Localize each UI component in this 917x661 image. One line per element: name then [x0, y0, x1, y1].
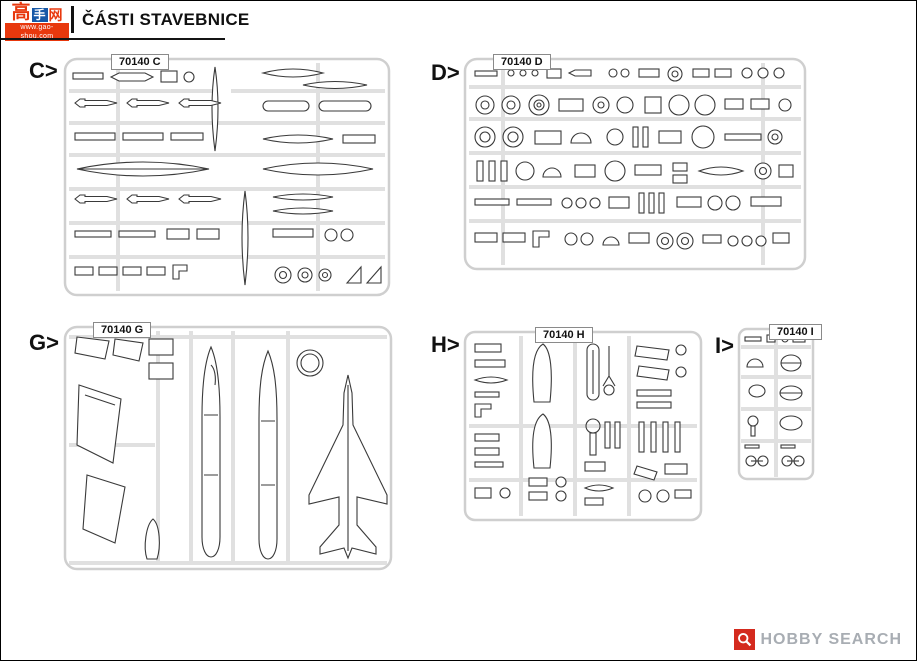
- sprue-code-g: 70140 G: [93, 322, 152, 338]
- sprue-panel-g: 70140 G: [63, 322, 393, 571]
- sprue-i-drawing: [737, 327, 815, 481]
- sprue-d-drawing: [463, 57, 807, 271]
- watermark-char-1: 高: [11, 2, 31, 23]
- sprue-letter-d: D>: [431, 60, 460, 85]
- header-divider: [71, 6, 74, 33]
- sprue-letter-i: I>: [715, 333, 734, 358]
- sprue-h-drawing: [463, 330, 703, 522]
- sprue-panel-d: 70140 D: [463, 54, 807, 271]
- watermark-url: www.gao-shou.com: [5, 23, 69, 41]
- sprue-panel-i: 70140 I: [737, 324, 822, 481]
- sprue-code-c: 70140 C: [111, 54, 169, 70]
- watermark-char-3: 网: [48, 7, 63, 23]
- hobby-search-icon: [733, 629, 755, 650]
- sprue-panel-c: 70140 C: [63, 54, 391, 297]
- header-underline: [1, 38, 225, 40]
- sprue-g-drawing: [63, 325, 393, 571]
- watermark-characters: 高 手 网: [5, 3, 69, 22]
- watermark-logo: 高 手 网 www.gao-shou.com: [5, 3, 69, 41]
- hobby-search-label: HOBBY SEARCH: [760, 630, 902, 648]
- hobby-search-logo: HOBBY SEARCH: [733, 629, 903, 650]
- sprue-letter-g: G>: [29, 330, 59, 355]
- sprue-letter-c: C>: [29, 58, 58, 83]
- sprue-letter-h: H>: [431, 332, 460, 357]
- sprue-panel-h: 70140 H: [463, 327, 703, 522]
- sprue-code-i: 70140 I: [769, 324, 822, 340]
- watermark-char-2: 手: [31, 8, 48, 22]
- sprue-code-h: 70140 H: [535, 327, 593, 343]
- sprue-c-drawing: [63, 57, 391, 297]
- page-title: ČÁSTI STAVEBNICE: [82, 10, 250, 29]
- sprue-code-d: 70140 D: [493, 54, 551, 70]
